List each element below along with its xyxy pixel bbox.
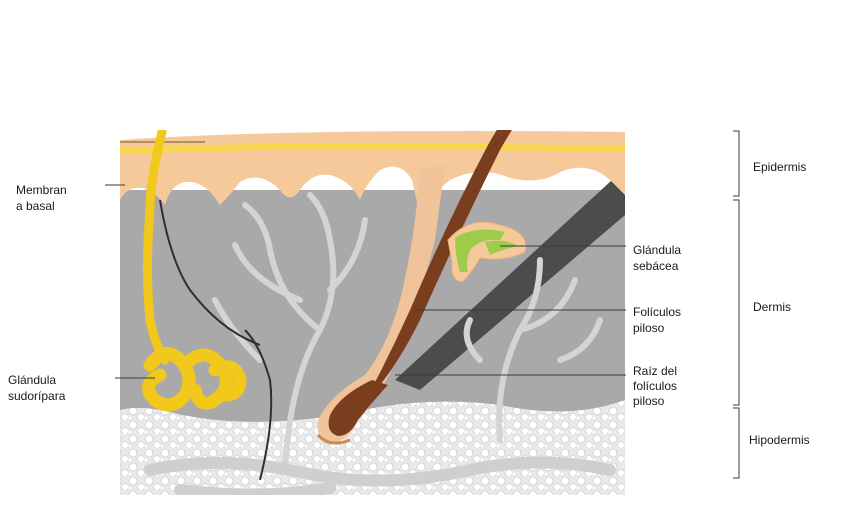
label-sebacea-2: sebácea bbox=[633, 259, 679, 273]
label-hipodermis: Hipodermis bbox=[749, 433, 810, 447]
label-epidermis: Epidermis bbox=[753, 160, 806, 174]
label-sudoripara-2: sudorípara bbox=[8, 389, 66, 403]
label-raiz-2: folículos bbox=[633, 379, 677, 393]
label-raiz-1: Raíz del bbox=[633, 364, 677, 378]
layer-brackets bbox=[733, 131, 739, 478]
label-membrana-basal-1: Membran bbox=[16, 183, 67, 197]
label-sudoripara-1: Glándula bbox=[8, 373, 56, 387]
label-foliculo-1: Folículos bbox=[633, 305, 681, 319]
label-sebacea-1: Glándula bbox=[633, 243, 681, 257]
label-membrana-basal-2: a basal bbox=[16, 199, 55, 213]
sweat-gland-coil bbox=[149, 354, 240, 405]
label-dermis: Dermis bbox=[753, 300, 791, 314]
label-foliculo-2: piloso bbox=[633, 321, 665, 335]
label-raiz-3: piloso bbox=[633, 394, 665, 408]
